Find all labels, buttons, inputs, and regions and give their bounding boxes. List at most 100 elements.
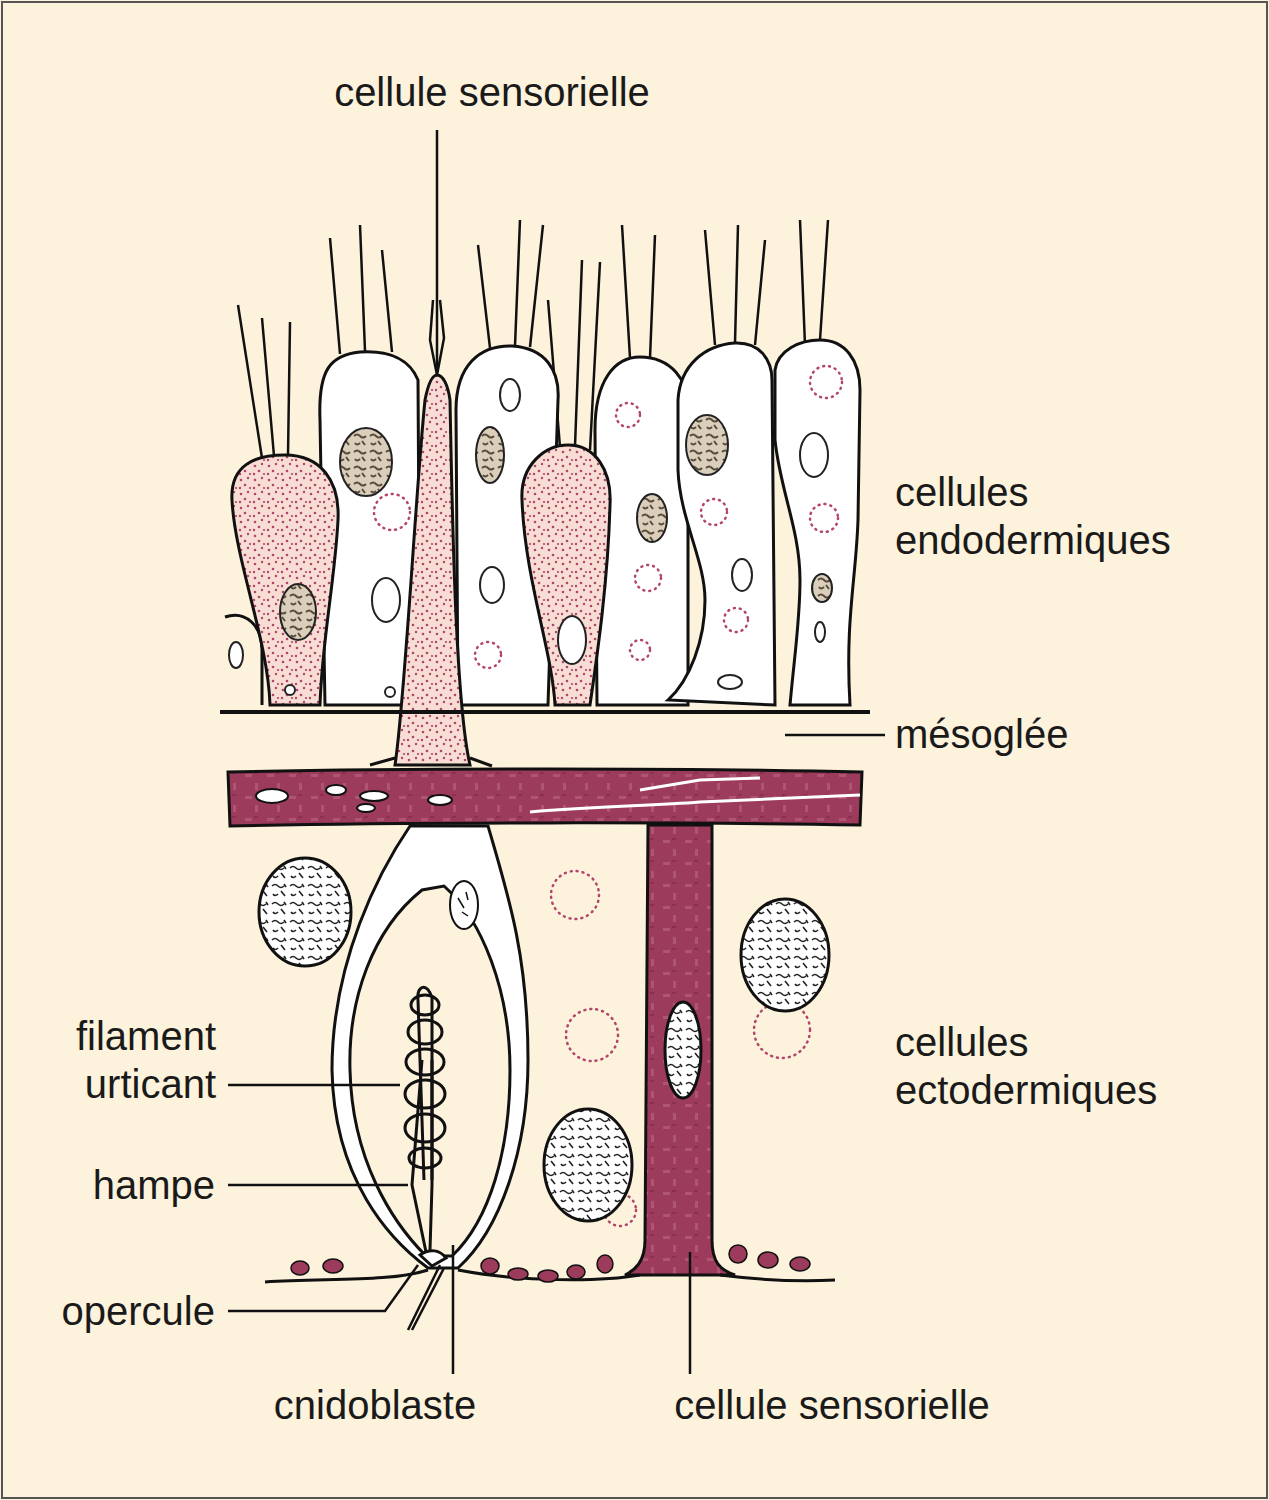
vacuoles-part [285, 685, 295, 695]
body-surface-part-part [508, 1268, 528, 1280]
ectoderm-cells [259, 825, 829, 1275]
stinging-filament-part [405, 1080, 445, 1108]
granules-part [810, 366, 842, 398]
cell-nuclei-part [812, 574, 832, 602]
part-label: filament urticant [6, 1012, 216, 1108]
cilia-part [478, 220, 543, 348]
stinging-filament-part [406, 1049, 444, 1075]
endoderm-cells-part [522, 445, 610, 705]
vacuoles-part [558, 616, 586, 664]
mesoglea-part-part [357, 804, 375, 812]
leader-lines-part [228, 1265, 418, 1311]
mesoglea-part [640, 778, 760, 790]
leader-lines-part [452, 1245, 455, 1374]
cell-nuclei-part [476, 427, 504, 483]
leader-lines-part [436, 130, 439, 372]
body-surface-part-part [323, 1259, 343, 1273]
cnidoblast-cell-part [458, 892, 468, 916]
leader-lines [228, 130, 885, 1374]
ectoderm-cells-part [665, 1002, 701, 1098]
granules-part [635, 565, 661, 591]
vacuoles-part [718, 675, 742, 689]
stinging-filament-part [409, 1148, 441, 1168]
body-surface-part-part [291, 1261, 309, 1275]
stinging-filament-part [411, 995, 439, 1015]
ectoderm-cells-part [259, 858, 351, 966]
body-surface [265, 1245, 835, 1282]
structure-label: cellule sensorielle [674, 1381, 990, 1429]
mesoglea-part [530, 795, 860, 812]
granules-part [701, 499, 727, 525]
cnidoblast-cell-part [350, 886, 510, 1256]
cilia-part [705, 225, 765, 345]
part-label: hampe [93, 1161, 215, 1209]
body-surface-part-part [729, 1245, 747, 1263]
cilia-part [238, 305, 290, 458]
body-surface-part-part [481, 1258, 499, 1274]
cell-nuclei-part [340, 428, 392, 496]
mesoglea-part-part [326, 785, 346, 795]
endoderm-cells-part [775, 340, 860, 705]
part-label: opercule [62, 1287, 215, 1335]
vacuoles-part [372, 578, 400, 622]
body-surface-part [291, 1245, 810, 1282]
endoderm-cells-part [395, 375, 470, 765]
vacuoles-part [732, 559, 752, 591]
stinging-filament [405, 987, 445, 1180]
body-surface-part-part [597, 1255, 613, 1273]
granules-part [724, 608, 748, 632]
cilia-part [330, 225, 392, 354]
mesoglea-part [220, 710, 870, 714]
cell-nuclei-part [637, 494, 667, 542]
endoderm-cells-part [225, 615, 262, 705]
mesoglea [220, 712, 870, 826]
mesoglea-part [256, 785, 452, 812]
granules-part [630, 640, 650, 660]
ectoderm-cells-part [741, 899, 829, 1011]
granules-part [374, 494, 410, 530]
mesoglea-part [370, 758, 492, 766]
granules-part [810, 504, 838, 532]
body-surface-part-part [538, 1270, 558, 1282]
cnidoblast-cell-part [332, 826, 528, 1268]
mesoglea-part [228, 769, 862, 826]
cell-nuclei-part [280, 584, 316, 640]
tissue-label: cellules ectodermiques [895, 1018, 1235, 1114]
cell-nuclei [280, 415, 832, 640]
vacuoles-part [385, 687, 395, 697]
leader-lines-part [228, 1084, 400, 1087]
cell-nuclei-part [686, 415, 728, 475]
tissue-label: cellules endodermiques [895, 468, 1235, 564]
leader-lines-part [689, 1252, 692, 1374]
mesoglea-part-part [428, 795, 452, 805]
leader-lines-part [228, 1184, 408, 1187]
endoderm-cells-part [232, 455, 338, 705]
vacuoles-part [800, 433, 828, 477]
granules-part [616, 403, 640, 427]
body-surface-part [265, 1270, 835, 1282]
cnidoblast-cell-part [450, 881, 478, 929]
layer-label: mésoglée [895, 710, 1068, 758]
mesoglea-part-part [360, 791, 388, 801]
cnidoblast-cell [332, 826, 528, 1330]
granules-part [475, 642, 501, 668]
vacuoles [229, 379, 828, 697]
endoderm-cells [225, 340, 860, 765]
mesoglea-part-part [256, 789, 288, 803]
granules-part [566, 1009, 618, 1061]
structure-label: cellule sensorielle [334, 68, 650, 116]
endoderm-cells-part [668, 343, 775, 705]
cilia-part [622, 225, 655, 358]
leader-lines-part [785, 734, 885, 737]
cilia-part [800, 220, 828, 345]
ectoderm-cells-part [544, 1109, 632, 1221]
vacuoles-part [500, 379, 520, 411]
cell-label: cnidoblaste [274, 1381, 476, 1429]
ectoderm-cells-part [625, 825, 735, 1275]
granules-part [551, 871, 599, 919]
vacuoles-part [815, 622, 825, 642]
